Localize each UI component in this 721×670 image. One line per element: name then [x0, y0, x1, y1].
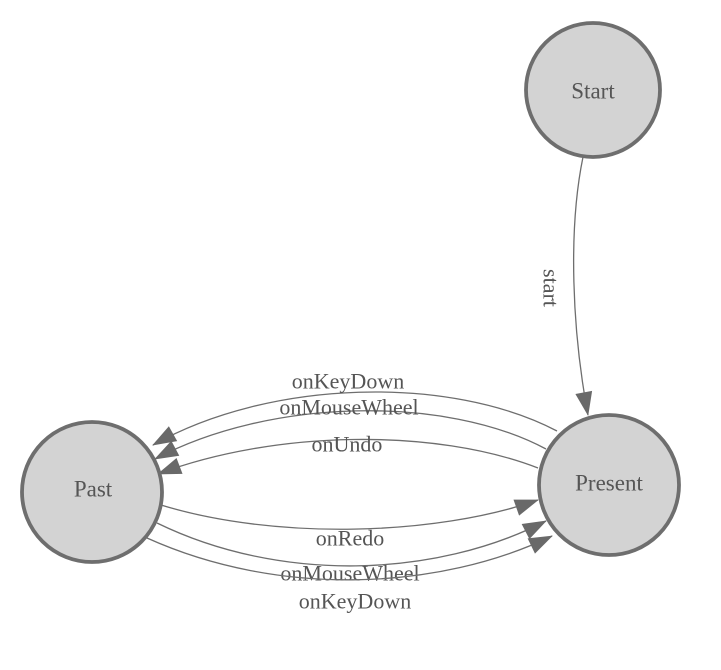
edge-past-to-present-onkeydown[interactable]: onKeyDown: [146, 535, 553, 614]
edge-start-to-present-path[interactable]: [572, 156, 593, 416]
state-node-present-circle[interactable]: [537, 413, 681, 557]
edge-past-to-present-onkeydown-path[interactable]: [146, 535, 553, 581]
edge-past-to-present-onmousewheel[interactable]: onMouseWheel: [156, 520, 547, 586]
edge-present-to-past-onmousewheel[interactable]: onMouseWheel: [154, 395, 547, 460]
edge-label-onundo: onUndo: [312, 432, 383, 457]
edge-start-to-present[interactable]: start: [539, 156, 593, 416]
edge-present-to-past-onkeydown[interactable]: onKeyDown: [152, 369, 558, 446]
edge-label-start: start: [539, 269, 564, 307]
edge-label-onkeydown-top: onKeyDown: [292, 369, 404, 394]
edge-past-to-present-onredo-path[interactable]: [160, 499, 539, 530]
state-node-past-circle[interactable]: [20, 420, 164, 564]
state-node-present[interactable]: Present: [537, 413, 681, 557]
edge-label-onkeydown-bottom: onKeyDown: [299, 589, 411, 614]
edge-present-to-past-onkeydown-path[interactable]: [152, 391, 558, 446]
edge-label-onmousewheel-bottom: onMouseWheel: [280, 561, 419, 586]
edge-present-to-past-onmousewheel-path[interactable]: [154, 410, 547, 460]
edge-label-onredo: onRedo: [316, 526, 384, 551]
edge-past-to-present-onmousewheel-path[interactable]: [156, 520, 547, 567]
state-node-present-label: Present: [575, 471, 643, 496]
edge-present-to-past-onundo[interactable]: onUndo: [157, 432, 539, 475]
state-node-past[interactable]: Past: [20, 420, 164, 564]
state-node-start-label: Start: [571, 79, 615, 104]
edge-present-to-past-onundo-path[interactable]: [157, 438, 539, 475]
edge-past-to-present-onredo[interactable]: onRedo: [160, 499, 539, 551]
state-node-past-label: Past: [74, 477, 113, 502]
state-node-start[interactable]: Start: [524, 21, 662, 159]
edge-label-onmousewheel-top: onMouseWheel: [279, 395, 418, 420]
state-node-start-circle[interactable]: [524, 21, 662, 159]
